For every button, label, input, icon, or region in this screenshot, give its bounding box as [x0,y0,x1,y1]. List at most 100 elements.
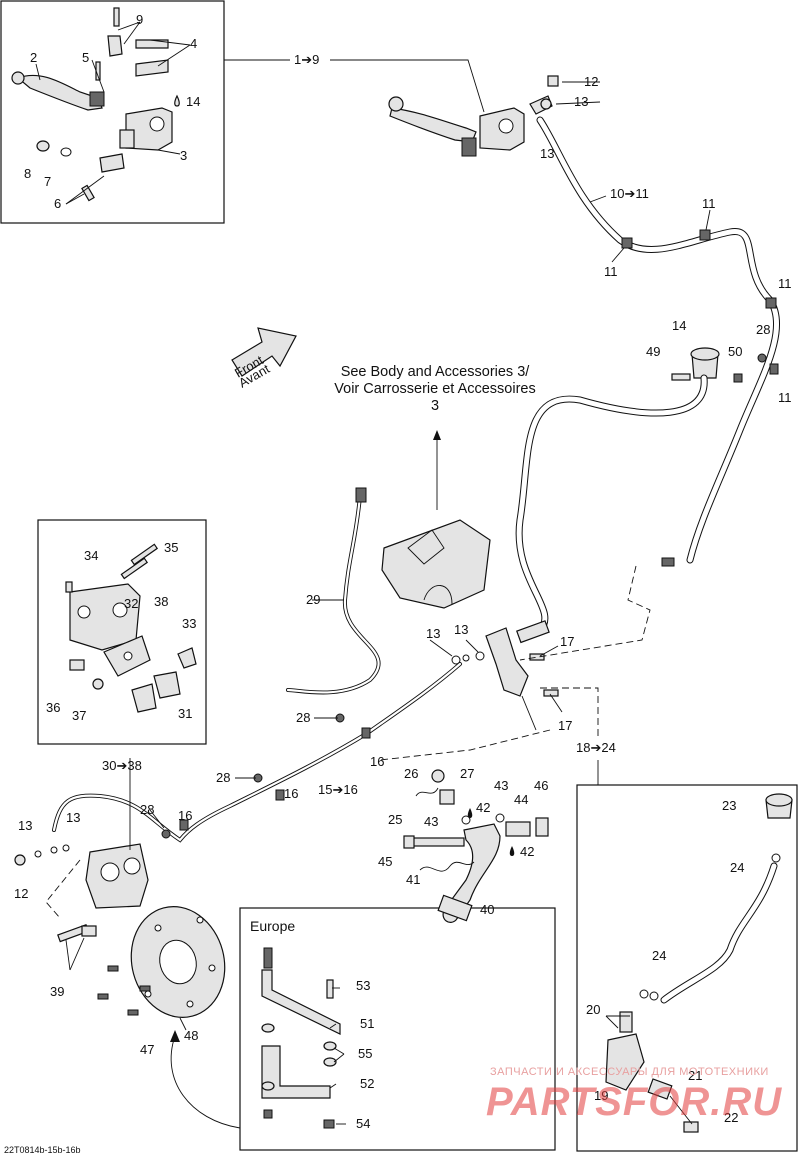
callout-15-16: 15➔16 [318,782,358,797]
body-panel-part [381,519,491,609]
callout-28-mid: 28 [296,710,310,725]
callout-53: 53 [356,978,370,993]
callout-45: 45 [378,854,392,869]
callout-13-mid-b: 13 [454,622,468,637]
europe-bracket-inset [261,947,341,1129]
callout-13-top-b: 13 [540,146,554,161]
callout-26: 26 [404,766,418,781]
callout-54: 54 [356,1116,370,1131]
callout-42-bottom: 42 [520,844,534,859]
callout-11-b: 11 [604,264,618,279]
callout-48: 48 [184,1028,198,1043]
callout-52: 52 [360,1076,374,1091]
callout-51: 51 [360,1016,374,1031]
callout-16-c: 16 [178,808,192,823]
callout-2: 2 [30,50,37,65]
leader-lines [35,21,711,1125]
lever-assembly-inset [11,7,180,202]
callout-30-38: 30➔38 [102,758,142,773]
callout-43-top: 43 [494,778,508,793]
callout-9-top: 9 [136,12,143,27]
front-direction-arrow: Front Avant [231,327,297,391]
inset-lever-frame [0,0,225,224]
callout-17-a: 17 [560,634,574,649]
callout-19: 19 [594,1088,608,1103]
callout-10-11: 10➔11 [610,186,649,201]
callout-12-top: 12 [584,74,598,89]
callout-35: 35 [164,540,178,555]
callout-42-top: 42 [476,800,490,815]
callout-11-a: 11 [702,196,716,211]
callout-47: 47 [140,1042,154,1057]
callout-13-top: 13 [574,94,588,109]
callout-11-c: 11 [778,276,792,291]
brake-pedal-assembly [403,769,549,923]
callout-20: 20 [586,1002,600,1017]
caliper-parts-inset [65,543,197,713]
callout-3: 3 [180,148,187,163]
callout-44: 44 [514,792,528,807]
callout-6: 6 [54,196,61,211]
callout-37: 37 [72,708,86,723]
callout-24-a: 24 [730,860,744,875]
callout-27: 27 [460,766,474,781]
callout-13-mid-a: 13 [426,626,440,641]
brake-junction-block [451,620,559,731]
callout-41: 41 [406,872,420,887]
callout-4: 4 [190,36,197,51]
callout-7: 7 [44,174,51,189]
rear-master-cylinder-inset [605,793,793,1133]
callout-24-b: 24 [652,948,666,963]
dashed-link-hose-junction [519,565,651,661]
callout-17-b: 17 [558,718,572,733]
callout-28-left: 28 [140,802,154,817]
callout-46: 46 [534,778,548,793]
watermark-tagline: ЗАПЧАСТИ И АКСЕССУАРЫ ДЛЯ МОТОТЕХНИКИ [490,1066,769,1078]
callout-1-9: 1➔9 [294,52,319,67]
callout-14-inset: 14 [186,94,200,109]
callout-22: 22 [724,1110,738,1125]
dashed-link-rear-master [540,687,599,740]
callout-21: 21 [688,1068,702,1083]
callout-23: 23 [722,798,736,813]
callout-5: 5 [82,50,89,65]
rear-brake-line [52,662,462,843]
callout-49: 49 [646,344,660,359]
callout-40: 40 [480,902,494,917]
inset-rear-master-frame [576,784,798,1152]
callout-11-d: 11 [778,390,792,405]
callout-12-caliper: 12 [14,886,28,901]
callout-38: 38 [154,594,168,609]
callout-29: 29 [306,592,320,607]
callout-31: 31 [178,706,192,721]
dashed-link-junction-line [379,729,551,761]
callout-34: 34 [84,548,98,563]
callout-28-lower: 28 [216,770,230,785]
reference-note: See Body and Accessories 3/ Voir Carross… [334,364,536,414]
callout-28-right: 28 [756,322,770,337]
callout-14-reservoir: 14 [672,318,686,333]
callout-50: 50 [728,344,742,359]
front-brake-hoses [536,116,781,567]
europe-inset-title: Europe [250,918,296,934]
callout-8: 8 [24,166,31,181]
callout-39: 39 [50,984,64,999]
callout-labels: 9 4 1➔9 2 5 14 3 8 7 6 12 13 13 10➔11 11… [14,12,792,1131]
handlebar-lever-master-cylinder [388,75,559,157]
callout-33: 33 [182,616,196,631]
callout-55: 55 [358,1046,372,1061]
callout-18-24: 18➔24 [576,740,616,755]
brake-light-switch-wire [286,487,381,695]
callout-32: 32 [124,596,138,611]
rear-caliper-and-disc [14,843,241,1129]
callout-13-caliper-a: 13 [18,818,32,833]
brake-fluid-reservoir [515,347,767,634]
watermark-logo: PARTSFOR.RU [486,1080,783,1124]
callout-43-mid: 43 [424,814,438,829]
drawing-code: 22T0814b-15b-16b [4,1145,81,1155]
callout-16-b: 16 [284,786,298,801]
inset-caliper-frame [37,519,207,745]
callout-13-caliper-b: 13 [66,810,80,825]
